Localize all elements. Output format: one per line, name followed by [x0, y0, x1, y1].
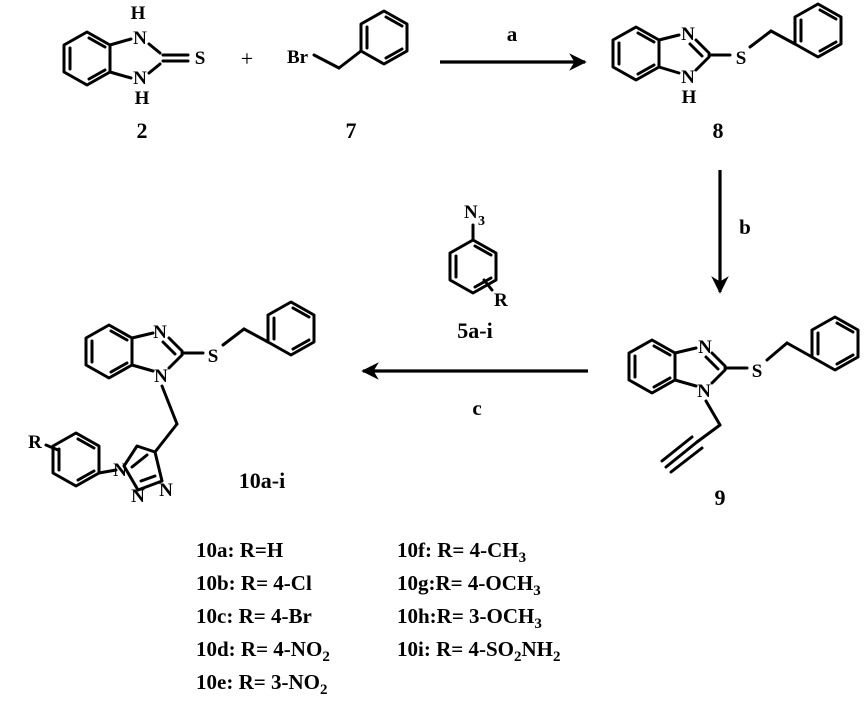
- compound-label: 9: [715, 485, 726, 510]
- compound-10a-i: N N S N N N R 10a-i: [28, 300, 316, 507]
- atom-br: Br: [287, 47, 309, 68]
- legend-entry-10b: 10b: R= 4-Cl: [196, 571, 312, 595]
- substituent-legend-left: 10a: R=H 10b: R= 4-Cl 10c: R= 4-Br 10d: …: [196, 535, 330, 700]
- atom-n: N: [154, 366, 168, 387]
- legend-entry-10g: 10g:R= 4-OCH3: [397, 571, 541, 599]
- legend-entry-10h: 10h:R= 3-OCH3: [397, 604, 542, 632]
- atom-n: N: [698, 337, 712, 358]
- atom-n: N: [113, 460, 127, 481]
- substituent-legend-right: 10f: R= 4-CH3 10g:R= 4-OCH3 10h:R= 3-OCH…: [397, 535, 560, 667]
- atom-h: H: [135, 88, 150, 109]
- arrow-step-b: b: [711, 170, 751, 294]
- compound-label: 5a-i: [457, 318, 492, 343]
- legend-entry-10i: 10i: R= 4-SO2NH2: [397, 637, 561, 665]
- atom-n: N: [159, 480, 173, 501]
- legend-entry-10c: 10c: R= 4-Br: [196, 604, 312, 628]
- atom-s: S: [752, 361, 763, 382]
- plus-sign: +: [241, 46, 253, 71]
- atom-s: S: [736, 48, 747, 69]
- atom-n: N: [133, 28, 147, 49]
- arrow-step-a: a: [440, 22, 587, 71]
- arrow-step-c: c: [361, 362, 588, 420]
- compound-label: 7: [346, 118, 357, 143]
- atom-r: R: [494, 290, 508, 311]
- atom-n: N: [153, 322, 167, 343]
- atom-h: H: [682, 87, 697, 108]
- atom-n: N: [681, 67, 695, 88]
- compound-8: N N H S 8: [611, 2, 843, 143]
- atom-n: N: [131, 486, 145, 507]
- atom-n: N: [681, 24, 695, 45]
- compound-9: N N S 9: [627, 315, 860, 510]
- atom-n: N: [697, 381, 711, 402]
- compound-2: H N N H S 2: [62, 3, 206, 143]
- compound-label: 8: [713, 118, 724, 143]
- legend-entry-10f: 10f: R= 4-CH3: [397, 538, 527, 566]
- compound-label: 2: [137, 118, 148, 143]
- subscript: 3: [478, 214, 485, 229]
- atom-n: N: [464, 202, 478, 223]
- legend-entry-10e: 10e: R= 3-NO2: [196, 670, 328, 698]
- step-label-c: c: [472, 396, 481, 420]
- compound-5a-i: N 3 R 5a-i: [448, 202, 508, 343]
- legend-entry-10d: 10d: R= 4-NO2: [196, 637, 330, 665]
- atom-s: S: [208, 346, 219, 367]
- atom-n: N: [133, 68, 147, 89]
- atom-r: R: [28, 432, 42, 453]
- legend-entry-10a: 10a: R=H: [196, 538, 284, 562]
- atom-h: H: [131, 3, 146, 24]
- compound-7: Br 7: [287, 9, 409, 143]
- atom-s: S: [195, 48, 206, 69]
- compound-label: 10a-i: [239, 468, 285, 493]
- step-label-a: a: [507, 22, 518, 46]
- step-label-b: b: [739, 215, 751, 239]
